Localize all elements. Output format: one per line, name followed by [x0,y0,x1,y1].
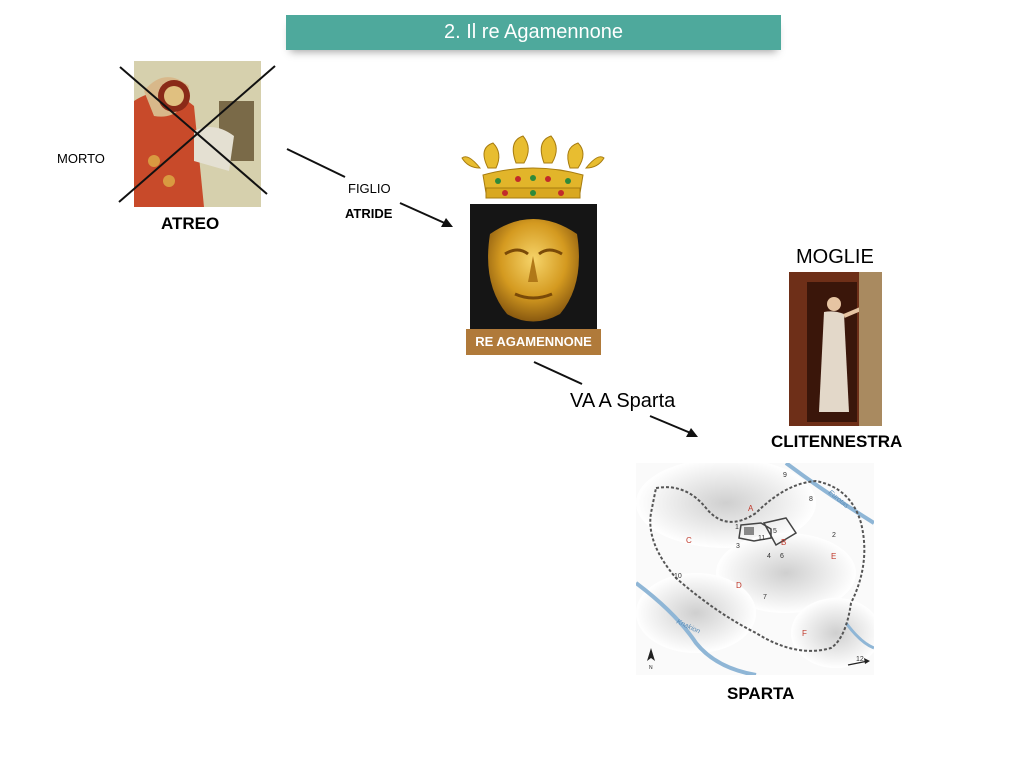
map-num-1: 1 [735,524,739,531]
map-num-3: 3 [736,543,740,550]
north-label: N [649,665,653,671]
figlio-arrow [286,148,453,227]
map-num-9: 9 [783,472,787,479]
atride-label: ATRIDE [345,206,393,221]
sparta-map: A B C D E F 1 2 3 4 5 6 7 8 9 10 11 12 E… [634,458,881,677]
map-num-2: 2 [832,532,836,539]
map-num-7: 7 [763,594,767,601]
map-num-12: 12 [856,656,864,663]
atreo-status-label: MORTO [57,151,105,166]
page-title: 2. Il re Agamennone [286,15,781,50]
map-num-6: 6 [780,553,784,560]
atreo-name: ATREO [161,214,220,233]
map-letter-f: F [802,629,807,638]
travel-label: VA A Sparta [570,390,676,412]
agamennone-plaque: RE AGAMENNONE [466,329,601,355]
map-letter-e: E [831,552,836,561]
map-num-4: 4 [767,553,771,560]
map-num-11: 11 [758,535,765,542]
map-num-8: 8 [809,496,813,503]
figlio-label: FIGLIO [348,181,391,196]
clitennestra-painting [789,272,882,426]
map-letter-d: D [736,581,742,590]
crown-icon [461,135,605,199]
map-letter-a: A [748,504,754,513]
north-arrow-icon [647,648,655,661]
map-letter-c: C [686,536,692,545]
map-num-10: 10 [674,573,682,580]
clitennestra-name: CLITENNESTRA [771,432,903,451]
agamennone-mask-image [470,204,597,329]
travel-arrow [533,361,698,437]
sparta-name: SPARTA [727,684,795,703]
moglie-label: MOGLIE [796,246,874,268]
map-num-5: 5 [773,528,777,535]
deceased-cross-mark [118,65,276,203]
map-letter-b: B [781,538,786,547]
